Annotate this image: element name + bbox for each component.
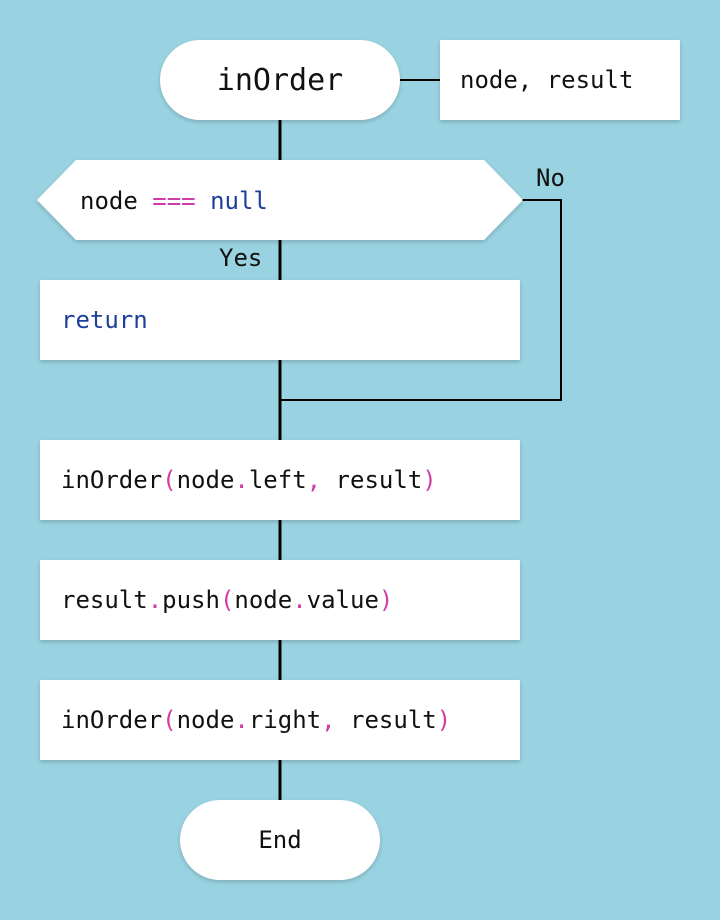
step3-arg2: result bbox=[335, 706, 437, 734]
params-box: node, result bbox=[440, 40, 680, 120]
step2-dot2: . bbox=[292, 586, 307, 614]
step3-open-paren: ( bbox=[162, 706, 177, 734]
step-inorder-left: inOrder(node.left, result) bbox=[40, 440, 520, 520]
decision-variable: node bbox=[80, 187, 138, 215]
step2-arg-obj: node bbox=[234, 586, 293, 614]
yes-label: Yes bbox=[219, 244, 263, 272]
step3-dot: . bbox=[234, 706, 249, 734]
end-terminal: End bbox=[180, 800, 380, 880]
step1-obj: node bbox=[176, 466, 235, 494]
step2-dot: . bbox=[147, 586, 163, 614]
return-step: return bbox=[40, 280, 520, 360]
return-keyword: return bbox=[61, 306, 148, 334]
decision-hexagon bbox=[37, 160, 523, 240]
step-inorder-right: inOrder(node.right, result) bbox=[40, 680, 520, 760]
no-branch-line bbox=[280, 199, 562, 401]
no-label: No bbox=[536, 164, 565, 192]
start-terminal: inOrder bbox=[160, 40, 400, 120]
end-label: End bbox=[258, 826, 302, 854]
step3-comma: , bbox=[321, 706, 336, 734]
step1-comma: , bbox=[306, 466, 322, 494]
step3-prop: right bbox=[248, 706, 322, 734]
step1-close-paren: ) bbox=[422, 466, 437, 494]
step1-fn: inOrder bbox=[61, 466, 163, 494]
step2-close-paren: ) bbox=[378, 586, 394, 614]
params-text: node, result bbox=[460, 66, 634, 94]
step1-prop: left bbox=[248, 466, 307, 494]
decision-operator: === bbox=[152, 187, 196, 215]
step3-obj: node bbox=[176, 706, 235, 734]
step2-fn: push bbox=[162, 586, 220, 614]
step1-dot: . bbox=[234, 466, 249, 494]
decision-condition: node === null bbox=[80, 181, 268, 221]
step3-close-paren: ) bbox=[436, 706, 452, 734]
step2-open-paren: ( bbox=[219, 586, 235, 614]
decision-value: null bbox=[210, 187, 268, 215]
step2-arg-prop: value bbox=[306, 586, 379, 614]
start-label: inOrder bbox=[216, 62, 344, 98]
step3-fn: inOrder bbox=[61, 706, 163, 734]
step1-arg2: result bbox=[321, 466, 423, 494]
step2-obj: result bbox=[61, 586, 148, 614]
step1-open-paren: ( bbox=[162, 466, 177, 494]
step-push-value: result.push(node.value) bbox=[40, 560, 520, 640]
